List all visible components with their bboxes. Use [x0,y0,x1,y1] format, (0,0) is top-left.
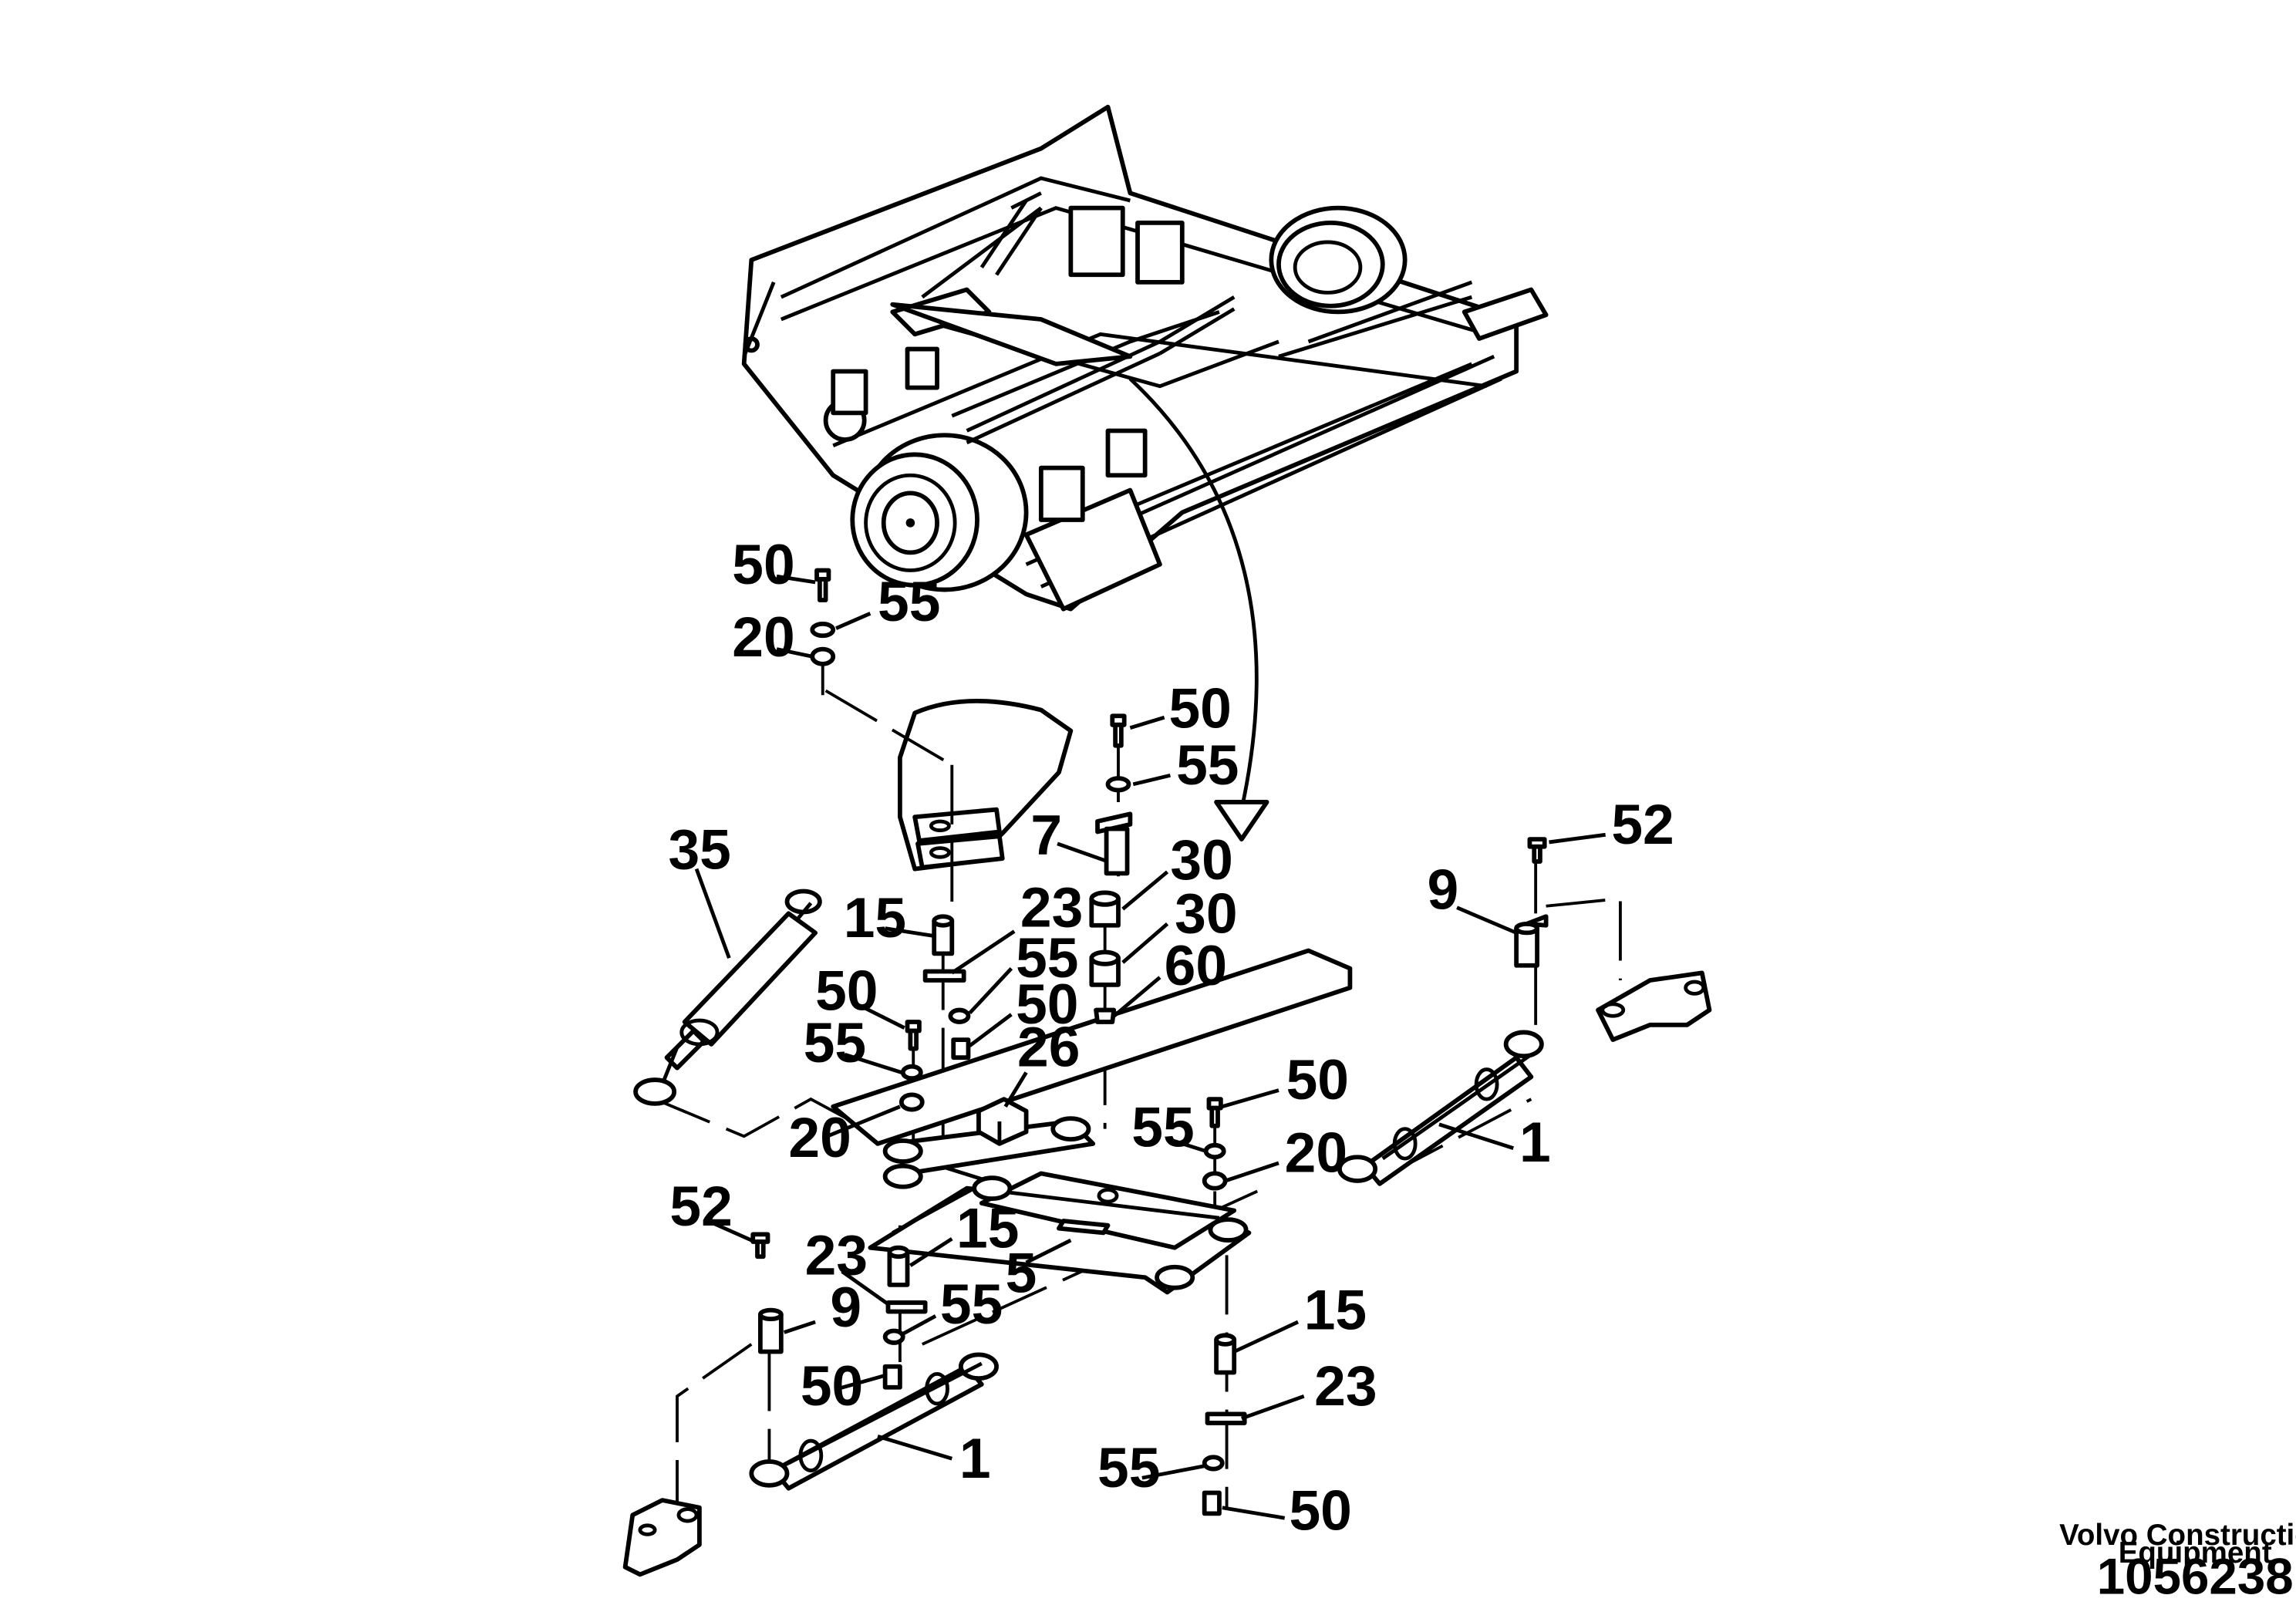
machine-chassis-illustration [741,104,1549,612]
callout-35: 35 [668,818,730,882]
callout-55: 55 [878,570,940,633]
callout-20: 20 [732,605,794,669]
callout-50: 50 [801,1354,863,1418]
callout-20: 20 [788,1106,851,1169]
fastener-parts [750,568,1549,1516]
callout-15: 15 [1304,1279,1367,1342]
callout-15: 15 [956,1197,1019,1260]
callout-50: 50 [1289,1479,1351,1543]
callout-50: 50 [1168,677,1231,740]
callout-52: 52 [1611,793,1674,856]
hydraulic-cylinder [633,889,822,1106]
tie-rod-left [749,1352,999,1491]
callout-15: 15 [844,886,906,949]
callout-1: 1 [1519,1111,1551,1174]
callout-52: 52 [669,1175,732,1238]
callout-5: 5 [1006,1241,1037,1304]
knuckle-right [1596,970,1712,1042]
brand-line-1: Volvo Construction [2059,1519,2296,1552]
callout-labels: 50 55 20 50 55 7 30 30 60 35 15 23 55 50… [668,533,1674,1543]
callout-50: 50 [815,959,878,1023]
callout-26: 26 [1017,1016,1080,1079]
callout-9: 9 [1428,858,1459,922]
callout-23: 23 [805,1223,868,1286]
rear-wheel [1269,205,1408,315]
callout-23: 23 [1020,876,1083,939]
document-number: 1056238 [2097,1548,2294,1604]
footer-branding: Volvo Construction Equipment 1056238 [2059,1519,2296,1605]
callout-20: 20 [1285,1121,1347,1184]
callout-50: 50 [732,533,794,596]
callout-55: 55 [1131,1096,1194,1159]
callout-leaders [694,574,1606,1520]
steering-plate [868,1116,1252,1295]
callout-23: 23 [1314,1354,1377,1418]
brand-line-2: Equipment [2119,1536,2272,1570]
knuckle-left [622,1498,702,1577]
callout-9: 9 [830,1276,861,1339]
callout-55: 55 [1016,926,1078,990]
detail-arrow [1128,377,1259,811]
callout-60: 60 [1165,934,1227,997]
callout-55: 55 [940,1273,1003,1336]
callout-50: 50 [1286,1048,1349,1111]
detail-arrow-head [1214,800,1269,841]
callout-55: 55 [1097,1436,1160,1499]
callout-30: 30 [1170,828,1232,892]
callout-7: 7 [1030,803,1062,866]
pivot-block [976,1097,1029,1146]
tie-rod-right [1337,1030,1544,1186]
callout-50: 50 [1016,973,1078,1036]
mounting-bracket [824,689,1074,922]
callout-55: 55 [1176,733,1239,797]
front-wheel [850,433,1029,592]
callout-55: 55 [804,1011,866,1074]
frame-member [831,948,1353,1146]
callout-30: 30 [1175,882,1237,945]
callout-1: 1 [959,1427,991,1490]
